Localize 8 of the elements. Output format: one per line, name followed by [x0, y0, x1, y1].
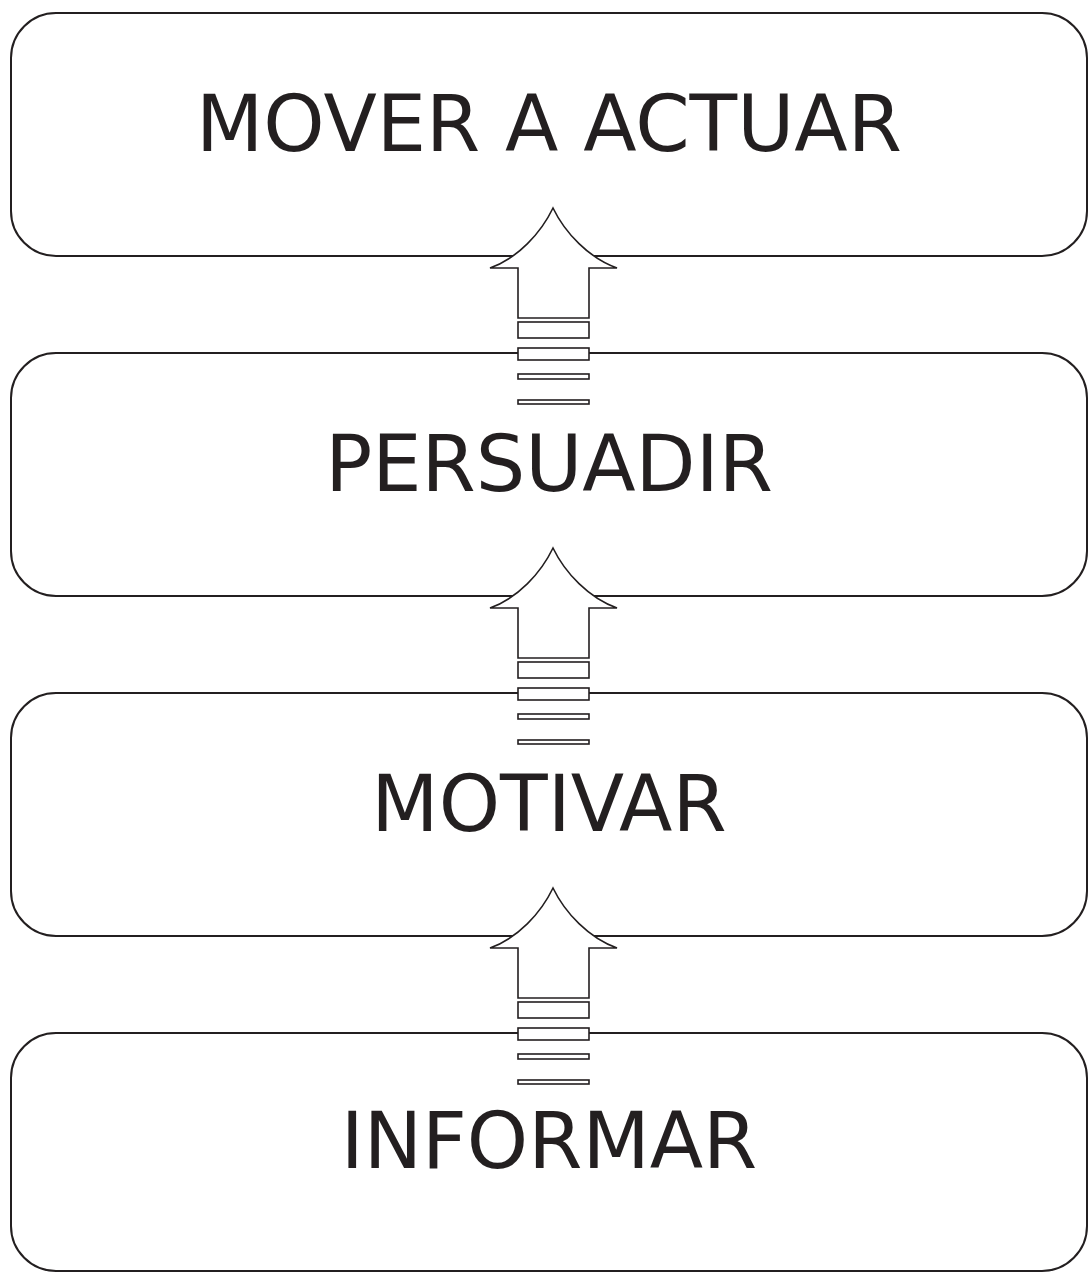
box-label: INFORMAR — [340, 1096, 758, 1186]
rounded-box — [10, 692, 1088, 937]
rounded-box — [10, 12, 1088, 257]
rounded-box — [10, 352, 1088, 597]
box-label: MOTIVAR — [371, 758, 727, 849]
rounded-box — [10, 1032, 1088, 1272]
box-label: MOVER A ACTUAR — [196, 78, 902, 169]
box-label: PERSUADIR — [325, 418, 773, 509]
